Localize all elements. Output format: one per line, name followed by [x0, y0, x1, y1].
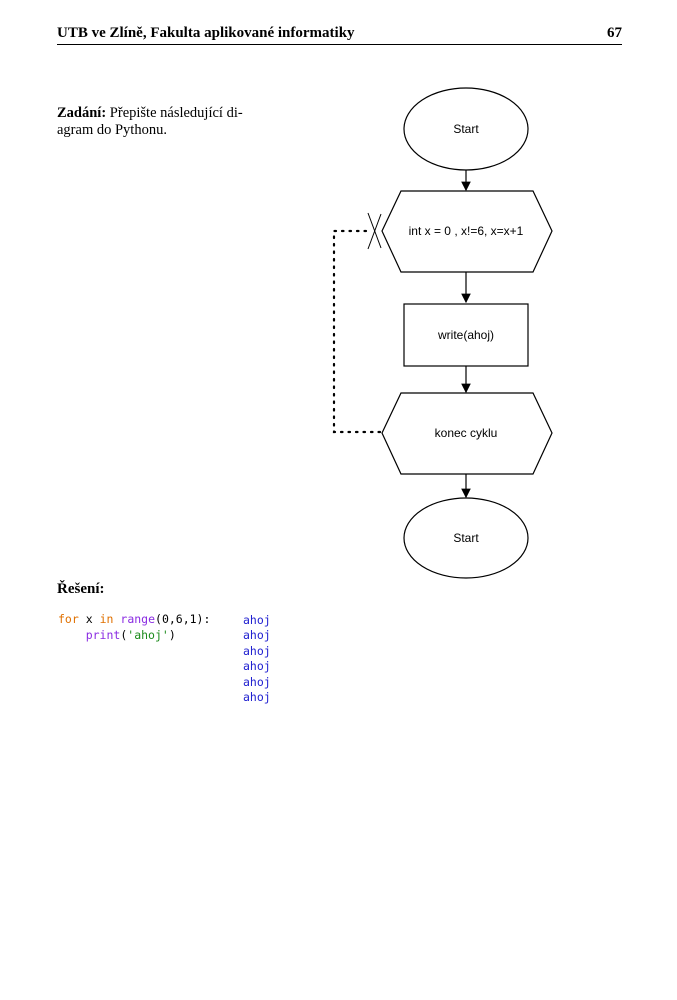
loop-entry-mark-b [367, 213, 382, 250]
loop-back-dotted-line [332, 229, 382, 434]
output-line: ahoj [243, 659, 271, 674]
page-number: 67 [607, 25, 622, 41]
code-paren-close: ) [168, 627, 176, 642]
body-rectangle [403, 303, 529, 367]
output-line: ahoj [243, 643, 271, 658]
code-function-print: print [85, 627, 121, 642]
loop-header-hexagon [381, 190, 553, 273]
output-line: ahoj [243, 613, 271, 627]
code-variable: x [85, 612, 93, 626]
code-range-args: (0,6,1): [155, 612, 211, 626]
code-line-1: for x in range(0,6,1): [58, 612, 210, 628]
code-line-2: print('ahoj') [58, 628, 210, 644]
loop-end-hexagon [381, 392, 553, 475]
start-top-label: Start [453, 122, 479, 136]
code-function-range: range [120, 612, 156, 626]
page-header: UTB ve Zlíně, Fakulta aplikované informa… [57, 22, 622, 45]
task-statement: Zadání: Přepište následující di-agram do… [57, 105, 267, 139]
code-paren-open: ( [120, 627, 128, 642]
loop-end-label: konec cyklu [435, 426, 498, 440]
code-keyword-in: in [99, 612, 114, 626]
code-string: 'ahoj' [127, 627, 169, 642]
output-line: ahoj [243, 674, 271, 689]
code-keyword-for: for [58, 612, 79, 626]
start-bottom-ellipse [403, 497, 529, 579]
program-output: ahoj ahoj ahoj ahoj ahoj ahoj [243, 613, 271, 705]
loop-header-label: int x = 0 , x!=6, x=x+1 [409, 224, 524, 238]
solution-label: Řešení: [57, 581, 105, 597]
code-block: for x in range(0,6,1): print('ahoj') [58, 612, 210, 643]
output-line: ahoj [243, 689, 271, 704]
task-label: Zadání: [57, 105, 107, 121]
output-line: ahoj [243, 628, 271, 643]
start-bottom-label: Start [453, 531, 479, 545]
header-title: UTB ve Zlíně, Fakulta aplikované informa… [57, 25, 355, 41]
body-label: write(ahoj) [437, 328, 494, 342]
task-text: Přepište následující di-agram do Pythonu… [57, 105, 243, 138]
